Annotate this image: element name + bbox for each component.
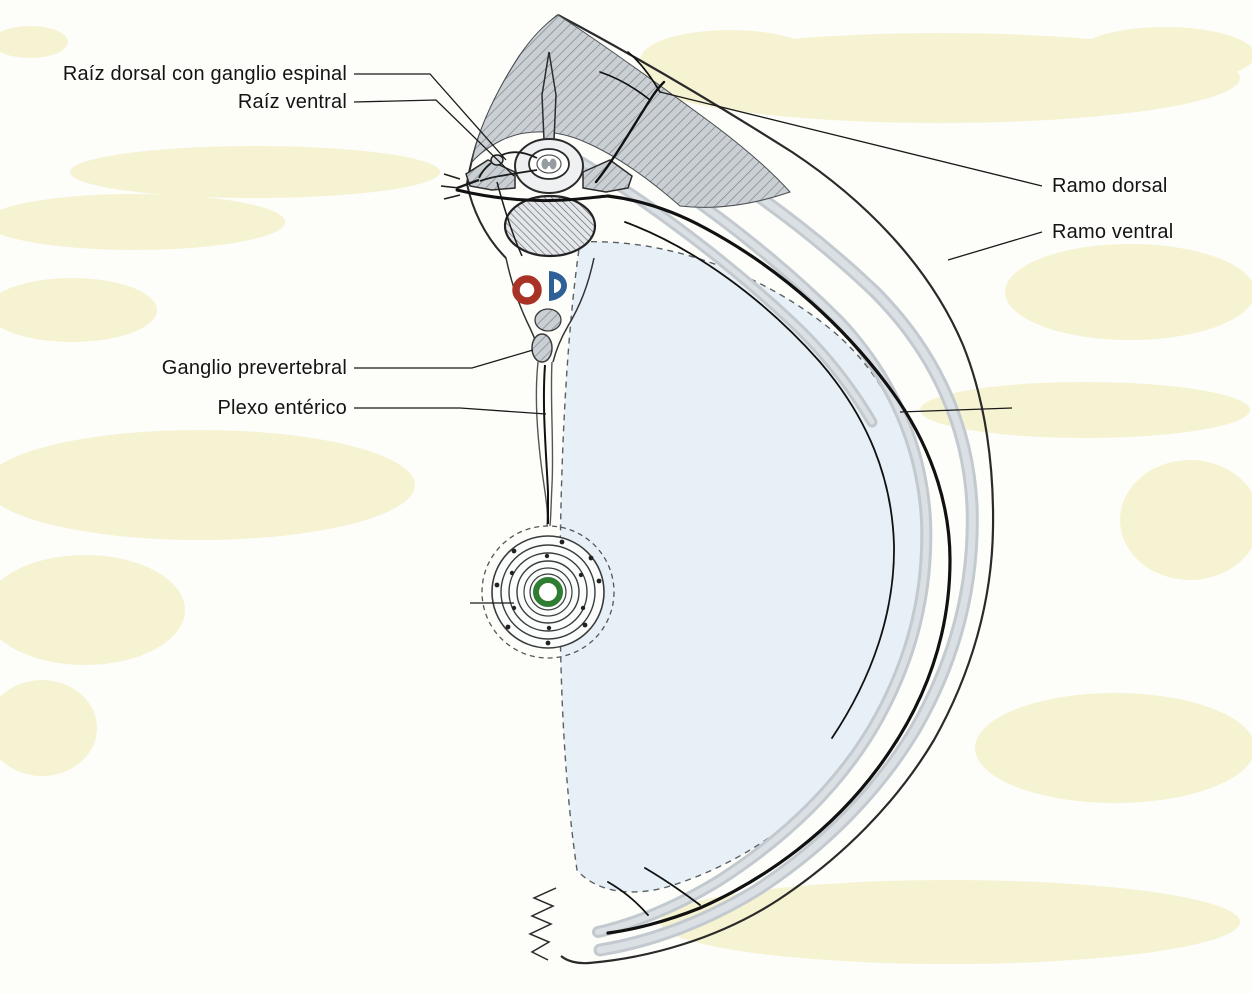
- cut-edge-zigzag: [528, 887, 557, 961]
- label-raiz-ventral: Raíz ventral: [238, 91, 347, 113]
- cut-branch-tick: [443, 173, 461, 180]
- gut-ring: [500, 544, 596, 640]
- gut-ring: [508, 552, 588, 632]
- highlight-blob: [1075, 27, 1252, 83]
- highlight-blob: [0, 680, 97, 776]
- yellow-highlights: [0, 26, 1252, 964]
- prevertebral-region: [505, 257, 595, 527]
- highlight-blob: [920, 382, 1250, 438]
- highlight-blob: [0, 278, 157, 342]
- highlight-blob: [0, 555, 185, 665]
- highlight-blob: [660, 880, 1240, 964]
- label-ramo-dorsal: Ramo dorsal: [1052, 175, 1168, 197]
- cut-branch-tick: [443, 194, 461, 200]
- muscle-band: [596, 101, 976, 954]
- bundle-edge: [549, 361, 554, 527]
- vertebral-body: [503, 194, 597, 258]
- label-ramo-ventral: Ramo ventral: [1052, 221, 1173, 243]
- muscle-band: [579, 159, 875, 425]
- mesenteric-nerve-bundle: [535, 361, 554, 527]
- leader-raiz-dorsal: [354, 73, 507, 161]
- cut-branch-tick: [440, 185, 460, 189]
- gut-ring: [516, 560, 580, 624]
- highlight-blob: [1120, 460, 1252, 580]
- vertebra: [465, 51, 633, 258]
- body-wall-nerves: [455, 51, 952, 935]
- unlabeled-leader-right: [899, 407, 1013, 413]
- leader-ramo-dorsal: [659, 91, 1043, 187]
- gut-lumen-green-ring: [533, 577, 563, 607]
- highlight-blob: [1005, 244, 1252, 340]
- dorsal-ramus-twig: [627, 51, 661, 93]
- secondary-nerve-line: [624, 221, 895, 739]
- leader-lines: [353, 73, 1043, 604]
- nerve-roots: [440, 151, 538, 257]
- highlight-blob: [0, 430, 415, 540]
- spinal-nerve-crossing: [455, 188, 610, 203]
- artery-cross-section: [512, 275, 542, 305]
- nerve-branch-bottom: [644, 867, 701, 906]
- sympathetic-trunk-ganglion: [534, 308, 562, 332]
- nerve-branch-bottom: [607, 881, 649, 916]
- highlight-blob: [70, 146, 440, 198]
- ventral-root-line: [479, 169, 538, 182]
- transverse-process-left: [465, 159, 516, 191]
- label-plexo-enterico: Plexo entérico: [217, 397, 347, 419]
- figure-labels: Raíz dorsal con ganglio espinal Raíz ven…: [63, 63, 1173, 419]
- highlight-blob: [0, 26, 68, 58]
- gut-ring: [523, 567, 573, 617]
- highlight-blob: [640, 30, 820, 90]
- gut-cross-section: [481, 525, 615, 659]
- highlight-blob: [0, 194, 285, 250]
- gray-ramus-to-trunk: [496, 181, 523, 257]
- label-raiz-dorsal: Raíz dorsal con ganglio espinal: [63, 63, 347, 85]
- dorsal-root-continuation: [478, 162, 492, 179]
- leader-ganglio-prevertebral: [354, 349, 534, 369]
- body-wall-muscle-layers: [576, 98, 979, 957]
- highlight-blob: [975, 693, 1252, 803]
- transverse-process-right: [582, 159, 633, 193]
- muscle-band: [593, 132, 930, 935]
- dorsal-root-line: [501, 151, 538, 159]
- label-ganglio-prevertebral: Ganglio prevertebral: [162, 357, 347, 379]
- prevertebral-ganglion-shape: [531, 333, 553, 363]
- gray-matter-butterfly: [541, 158, 557, 170]
- plexus-ganglion-dots: [494, 539, 602, 646]
- ventral-ramus-nerve-line: [606, 194, 952, 935]
- leader-raiz-ventral: [353, 99, 515, 177]
- vein-cross-section: [549, 271, 568, 301]
- leader-ramo-ventral: [947, 231, 1043, 261]
- gut-ring: [529, 573, 567, 611]
- bundle-core: [542, 364, 549, 524]
- outer-contour-right: [557, 14, 995, 965]
- leader-plexo-enterico: [354, 407, 547, 415]
- stalk-outline-right: [552, 257, 595, 363]
- dorsal-ramus-twig: [599, 71, 651, 101]
- gut-ring-outer-dashed: [481, 525, 615, 659]
